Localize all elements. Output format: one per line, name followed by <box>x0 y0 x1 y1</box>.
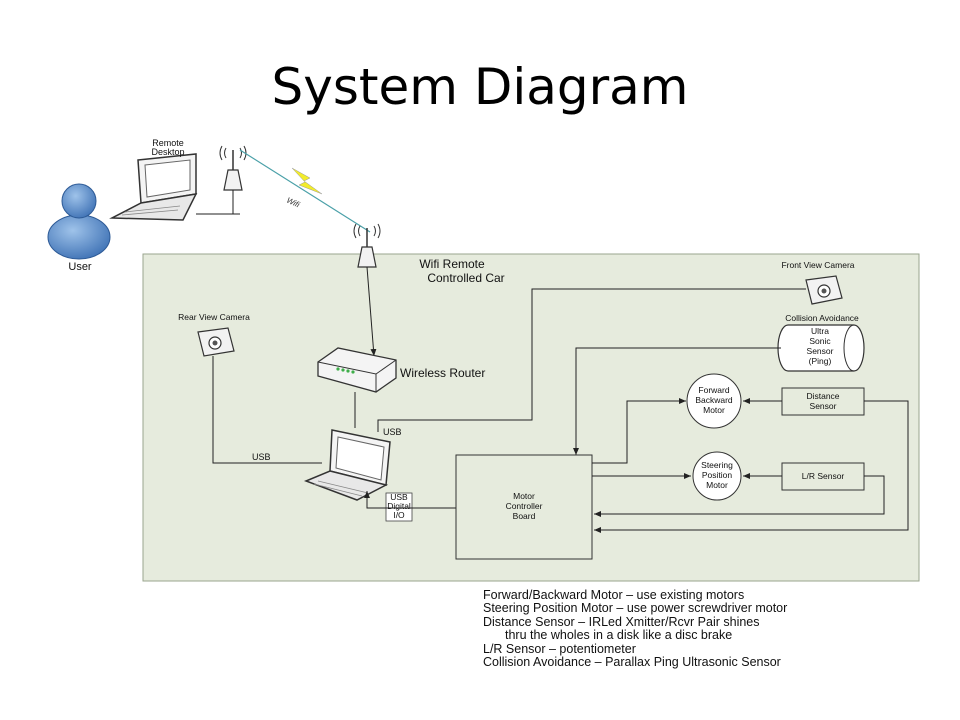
sonar-label-2: Sonic <box>809 336 831 346</box>
remote-antenna-icon <box>219 145 247 191</box>
mcb-label-1: Motor <box>513 491 535 501</box>
usb-io-box <box>385 492 413 522</box>
fb-motor-label-2: Backward <box>695 395 733 405</box>
distance-sensor-label-2: Sensor <box>810 401 837 411</box>
note-distance: Distance Sensor – IRLed Xmitter/Rcvr Pai… <box>483 614 760 629</box>
steering-position-motor <box>692 451 742 501</box>
user-label: User <box>68 261 92 273</box>
rear-camera-label: Rear View Camera <box>178 312 250 322</box>
note-distance-cont: thru the wholes in a disk like a disc br… <box>505 628 733 643</box>
car-label-1: Wifi Remote <box>419 257 485 271</box>
remote-desktop-label-1: Remote <box>152 138 184 148</box>
sp-motor-label-3: Motor <box>706 480 728 490</box>
page-title: System Diagram <box>271 58 689 116</box>
wireless-router-icon <box>317 347 397 393</box>
lightning-icon <box>291 167 323 195</box>
distance-sensor <box>781 387 865 416</box>
usb-io-label-1: USB <box>390 492 408 502</box>
sonar-label-3: Sensor <box>807 346 834 356</box>
fb-motor-label-3: Motor <box>703 405 725 415</box>
mcb-label-3: Board <box>513 511 536 521</box>
front-camera-label: Front View Camera <box>781 260 854 270</box>
lr-sensor <box>781 462 865 491</box>
distance-sensor-label-1: Distance <box>806 391 839 401</box>
note-collision: Collision Avoidance – Parallax Ping Ultr… <box>483 655 781 670</box>
sp-motor-label-1: Steering <box>701 460 733 470</box>
remote-desktop-label-2: Desktop <box>151 147 184 157</box>
front-camera-icon <box>805 275 843 305</box>
sonar-sensor-icon <box>777 324 865 372</box>
remote-laptop-icon <box>109 153 198 221</box>
usb-io-label-3: I/O <box>393 510 405 520</box>
usb-left-label: USB <box>252 452 271 462</box>
wireless-router-label: Wireless Router <box>400 366 485 380</box>
forward-backward-motor <box>686 373 742 429</box>
fb-motor-label-1: Forward <box>698 385 729 395</box>
note-steering: Steering Position Motor – use power scre… <box>483 601 788 616</box>
collision-label: Collision Avoidance <box>785 313 859 323</box>
usb-io-label-2: Digital <box>387 501 411 511</box>
sonar-label-4: (Ping) <box>809 356 832 366</box>
car-antenna-icon <box>353 223 381 268</box>
car-label-2: Controlled Car <box>427 271 504 285</box>
wifi-label: Wifi <box>285 196 301 210</box>
note-lr-sensor: L/R Sensor – potentiometer <box>483 641 636 656</box>
usb-top-label: USB <box>383 427 402 437</box>
sonar-label-1: Ultra <box>811 326 829 336</box>
rear-camera-icon <box>197 327 235 357</box>
motor-controller-board <box>455 454 593 560</box>
component-notes: Forward/Backward Motor – use existing mo… <box>483 588 883 670</box>
mcb-label-2: Controller <box>506 501 543 511</box>
note-forward-backward: Forward/Backward Motor – use existing mo… <box>483 588 745 602</box>
lr-sensor-label: L/R Sensor <box>802 471 845 481</box>
user-icon <box>47 183 111 260</box>
sp-motor-label-2: Position <box>702 470 733 480</box>
